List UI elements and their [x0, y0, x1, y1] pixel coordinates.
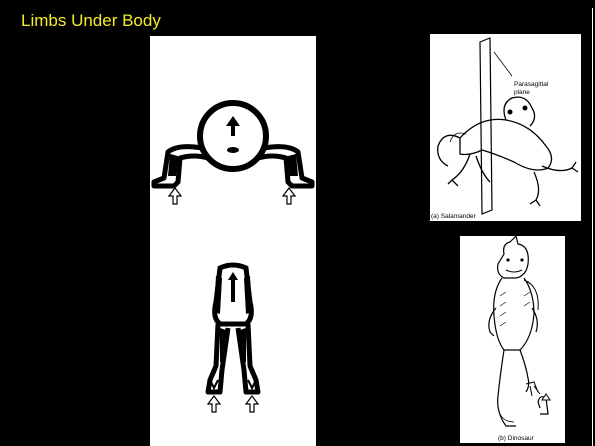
- plane-label: Parasagittal: [514, 81, 549, 88]
- dinosaur-illustration: (b) Dinosaur: [460, 236, 565, 443]
- plane-label: plane: [514, 89, 530, 96]
- up-arrow-icon: [208, 396, 220, 412]
- dinosaur-panel: (b) Dinosaur: [460, 236, 565, 443]
- front-view-diagram: [154, 103, 312, 204]
- dinosaur-caption: (b) Dinosaur: [498, 435, 535, 442]
- rear-view-diagram: [208, 265, 258, 412]
- up-arrow-icon: [246, 396, 258, 412]
- salamander-illustration: Parasagittal plane (a) Salamander: [430, 34, 581, 221]
- salamander-panel: Parasagittal plane (a) Salamander: [430, 34, 581, 221]
- limb-diagram-panel: [150, 36, 316, 446]
- up-arrow-icon: [283, 188, 295, 204]
- limb-diagrams: [150, 36, 316, 446]
- up-arrow-icon: [169, 188, 181, 204]
- slide-border: [592, 8, 593, 446]
- up-arrow-icon: [538, 394, 550, 414]
- slide-title: Limbs Under Body: [7, 8, 234, 34]
- salamander-caption: (a) Salamander: [431, 213, 477, 220]
